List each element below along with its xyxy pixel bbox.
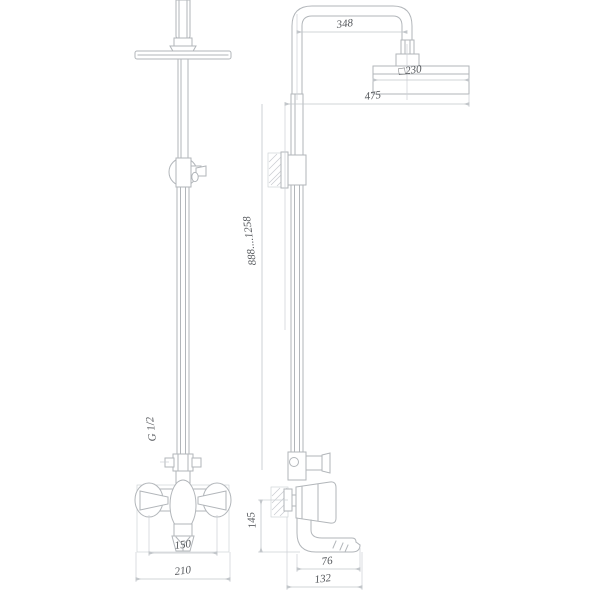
side-wall-bracket: [280, 151, 307, 189]
side-mixer-body: [295, 481, 337, 524]
dimension-body-width: 210: [135, 552, 231, 582]
side-spout: [296, 517, 361, 553]
dimension-spout-height: 145: [245, 499, 300, 553]
dimension-spout-tip-offset: 76: [296, 548, 361, 572]
dimension-total-projection: 475: [284, 89, 470, 330]
side-riser-upper: [290, 93, 304, 156]
dimension-spout-projection: 132: [286, 517, 363, 590]
dim-label-145: 145: [245, 511, 259, 529]
dim-label-210: 210: [174, 564, 192, 578]
dim-label-height-range: 888....1258: [241, 215, 259, 266]
dim-label-150: 150: [174, 538, 192, 552]
front-view-group: [134, 0, 232, 553]
front-riser-lower: [176, 186, 190, 455]
front-shower-head: [134, 50, 232, 60]
front-spout: [171, 523, 195, 552]
side-shower-arm: [291, 5, 413, 166]
dim-label-348: 348: [335, 17, 354, 31]
dim-label-230: □230: [398, 63, 423, 78]
dimension-inlet-thread: G 1/2: [144, 416, 169, 463]
dimension-height-range: 888....1258: [241, 104, 263, 470]
front-riser-nut: [164, 453, 202, 472]
dim-label-132: 132: [314, 572, 332, 586]
dim-label-76: 76: [321, 555, 334, 568]
dimension-head-size: □230: [372, 63, 470, 82]
dimension-handle-centers: 150: [148, 515, 218, 556]
dim-label-g12: G 1/2: [144, 416, 159, 443]
front-riser-upper: [177, 58, 189, 160]
front-head-stem: [175, 0, 191, 39]
side-view-group: [267, 5, 470, 553]
front-diverter: [168, 157, 207, 188]
side-diverter: [287, 451, 331, 481]
dimension-arm-length: 348: [296, 14, 408, 100]
dim-label-475: 475: [364, 89, 382, 103]
side-head-joint: [395, 39, 420, 67]
front-mixer-body: [134, 479, 232, 531]
side-riser-lower: [290, 184, 304, 454]
